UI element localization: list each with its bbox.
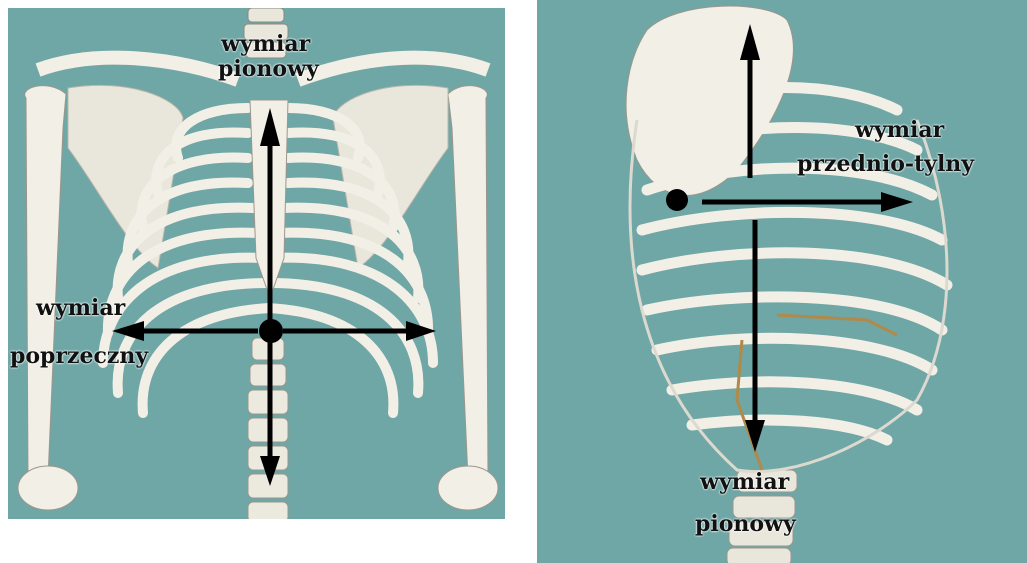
center-point: [666, 189, 688, 211]
vertical-label-line2: pionowy: [695, 512, 796, 536]
ap-label-line1: wymiar: [855, 118, 944, 142]
vertical-label-line1: wymiar: [700, 470, 789, 494]
side-view-figure: wymiar przednio-tylny wymiar pionowy: [537, 0, 1027, 563]
vertical-label-line1: wymiar: [221, 32, 310, 56]
center-point: [259, 319, 283, 343]
front-ribcage-illustration: [8, 8, 505, 519]
transverse-label-line2: poprzeczny: [10, 344, 148, 368]
ap-label-line2: przednio-tylny: [797, 152, 974, 176]
transverse-label-line1: wymiar: [36, 296, 125, 320]
front-view-figure: wymiar pionowy wymiar poprzeczny: [8, 8, 505, 519]
vertical-label-line2: pionowy: [218, 57, 319, 81]
